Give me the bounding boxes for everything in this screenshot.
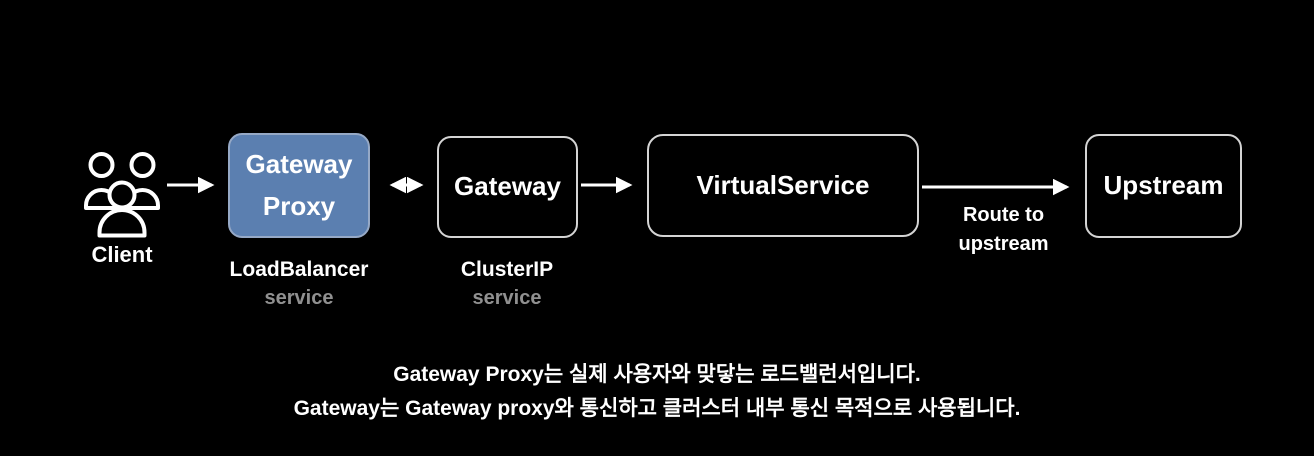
node-upstream-label: Upstream <box>1103 170 1224 201</box>
node-gateway-label: Gateway <box>454 171 561 202</box>
node-gateway-proxy-label-line1: Gateway <box>245 149 353 180</box>
node-upstream: Upstream <box>1085 134 1242 238</box>
caption-line-1: Gateway Proxy는 실제 사용자와 맞닿는 로드밸런서입니다. <box>393 363 921 386</box>
route-label-line1: Route to <box>962 204 1045 226</box>
node-gateway: Gateway <box>437 136 578 238</box>
node-gateway-proxy-label-line2: Proxy <box>262 190 336 221</box>
client-label: Client <box>91 242 153 267</box>
gateway-service-sublabel: ClusterIP service <box>407 255 607 313</box>
person-back-left-head <box>88 152 115 178</box>
clusterip-service-label: service <box>472 287 542 309</box>
route-to-upstream-label: Route to upstream <box>926 201 1081 259</box>
clusterip-label: ClusterIP <box>460 258 554 281</box>
node-virtualservice-label: VirtualService <box>696 169 870 200</box>
diagram-caption: Gateway Proxy는 실제 사용자와 맞닿는 로드밸런서입니다. Gat… <box>0 358 1314 426</box>
loadbalancer-label: LoadBalancer <box>229 258 369 281</box>
caption-line-2: Gateway는 Gateway proxy와 통신하고 클러스터 내부 통신 … <box>293 397 1021 420</box>
node-virtualservice: VirtualService <box>647 134 919 237</box>
person-front-body <box>97 208 147 238</box>
person-front-head <box>107 180 137 210</box>
person-back-right-head <box>129 152 156 178</box>
node-gateway-proxy: Gateway Proxy <box>228 133 370 238</box>
route-label-line2: upstream <box>958 233 1049 255</box>
loadbalancer-service-label: service <box>264 287 334 309</box>
gateway-proxy-service-sublabel: LoadBalancer service <box>199 255 399 313</box>
people-group-icon <box>84 152 160 238</box>
